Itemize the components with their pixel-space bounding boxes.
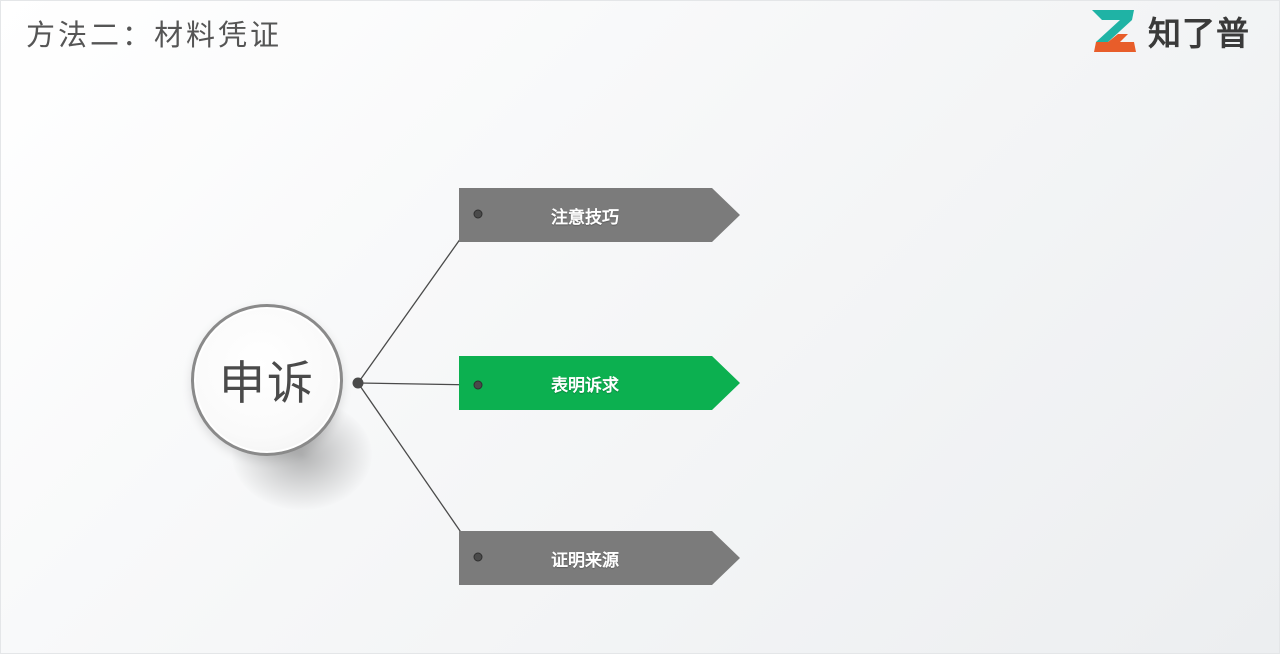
branch-node-appeal: 表明诉求 — [459, 356, 740, 410]
branch-label: 证明来源 — [551, 550, 619, 571]
branch-label: 注意技巧 — [551, 207, 619, 228]
branch-label: 表明诉求 — [551, 375, 619, 396]
brand-name: 知了普 — [1148, 14, 1250, 53]
center-label: 申诉 — [219, 356, 315, 410]
brand-logo: 知了普 — [1088, 8, 1250, 54]
branch-node-tips: 注意技巧 — [459, 188, 740, 242]
z-logo-icon — [1092, 10, 1136, 52]
page-title: 方法二：材料凭证 — [26, 18, 283, 52]
branch-node-source: 证明来源 — [459, 531, 740, 585]
center-node: 申诉 — [191, 304, 343, 456]
